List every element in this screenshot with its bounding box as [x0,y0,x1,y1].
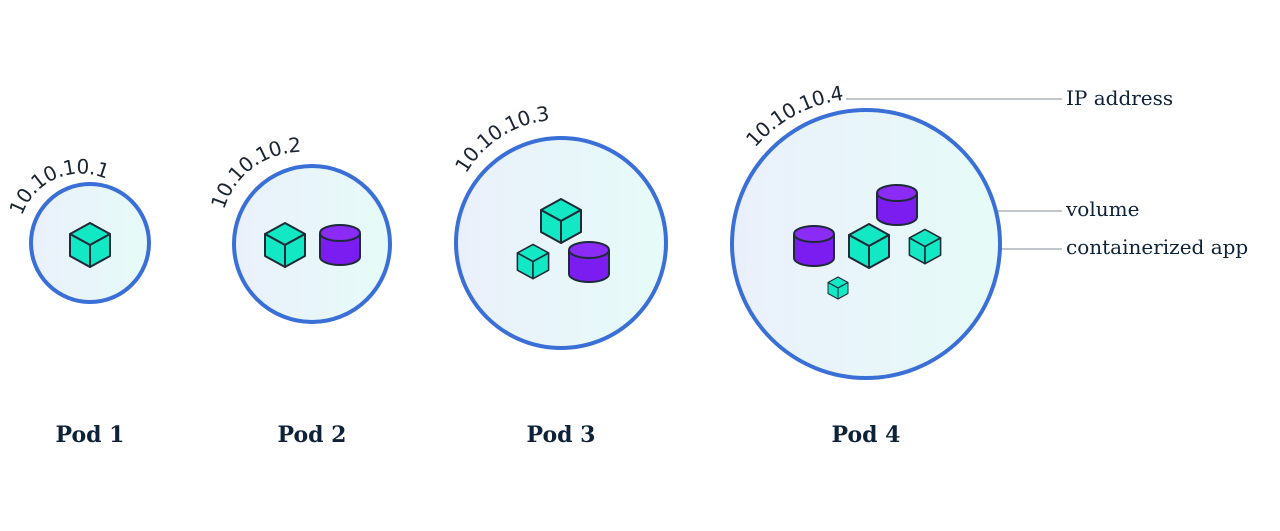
pod-name: Pod 2 [278,422,347,448]
legend-volume: volume [1065,197,1139,221]
volume-icon [793,225,835,267]
containerized-app-icon [827,276,849,300]
pod-3: 10.10.10.3 Pod 3 [450,101,668,448]
pod-boundary [232,164,392,324]
containerized-app-icon [264,222,306,268]
volume-icon [568,241,610,283]
pod-name: Pod 4 [832,422,901,448]
containerized-app-icon [69,222,111,268]
pod-1: 10.10.10.1 Pod 1 [4,154,151,448]
pod-2: 10.10.10.2 Pod 2 [206,133,392,448]
pod-4: 10.10.10.4 Pod 4 [730,81,1002,448]
pod-name: Pod 1 [56,422,125,448]
volume-icon [319,224,361,266]
containerized-app-icon [540,198,582,244]
pod-name: Pod 3 [527,422,596,448]
legend-ip-address: IP address [1066,86,1173,110]
volume-icon [876,184,918,226]
containerized-app-icon [516,243,550,280]
containerized-app-icon [908,228,942,265]
legend-containerized-app: containerized app [1066,235,1248,259]
containerized-app-icon [848,223,890,269]
